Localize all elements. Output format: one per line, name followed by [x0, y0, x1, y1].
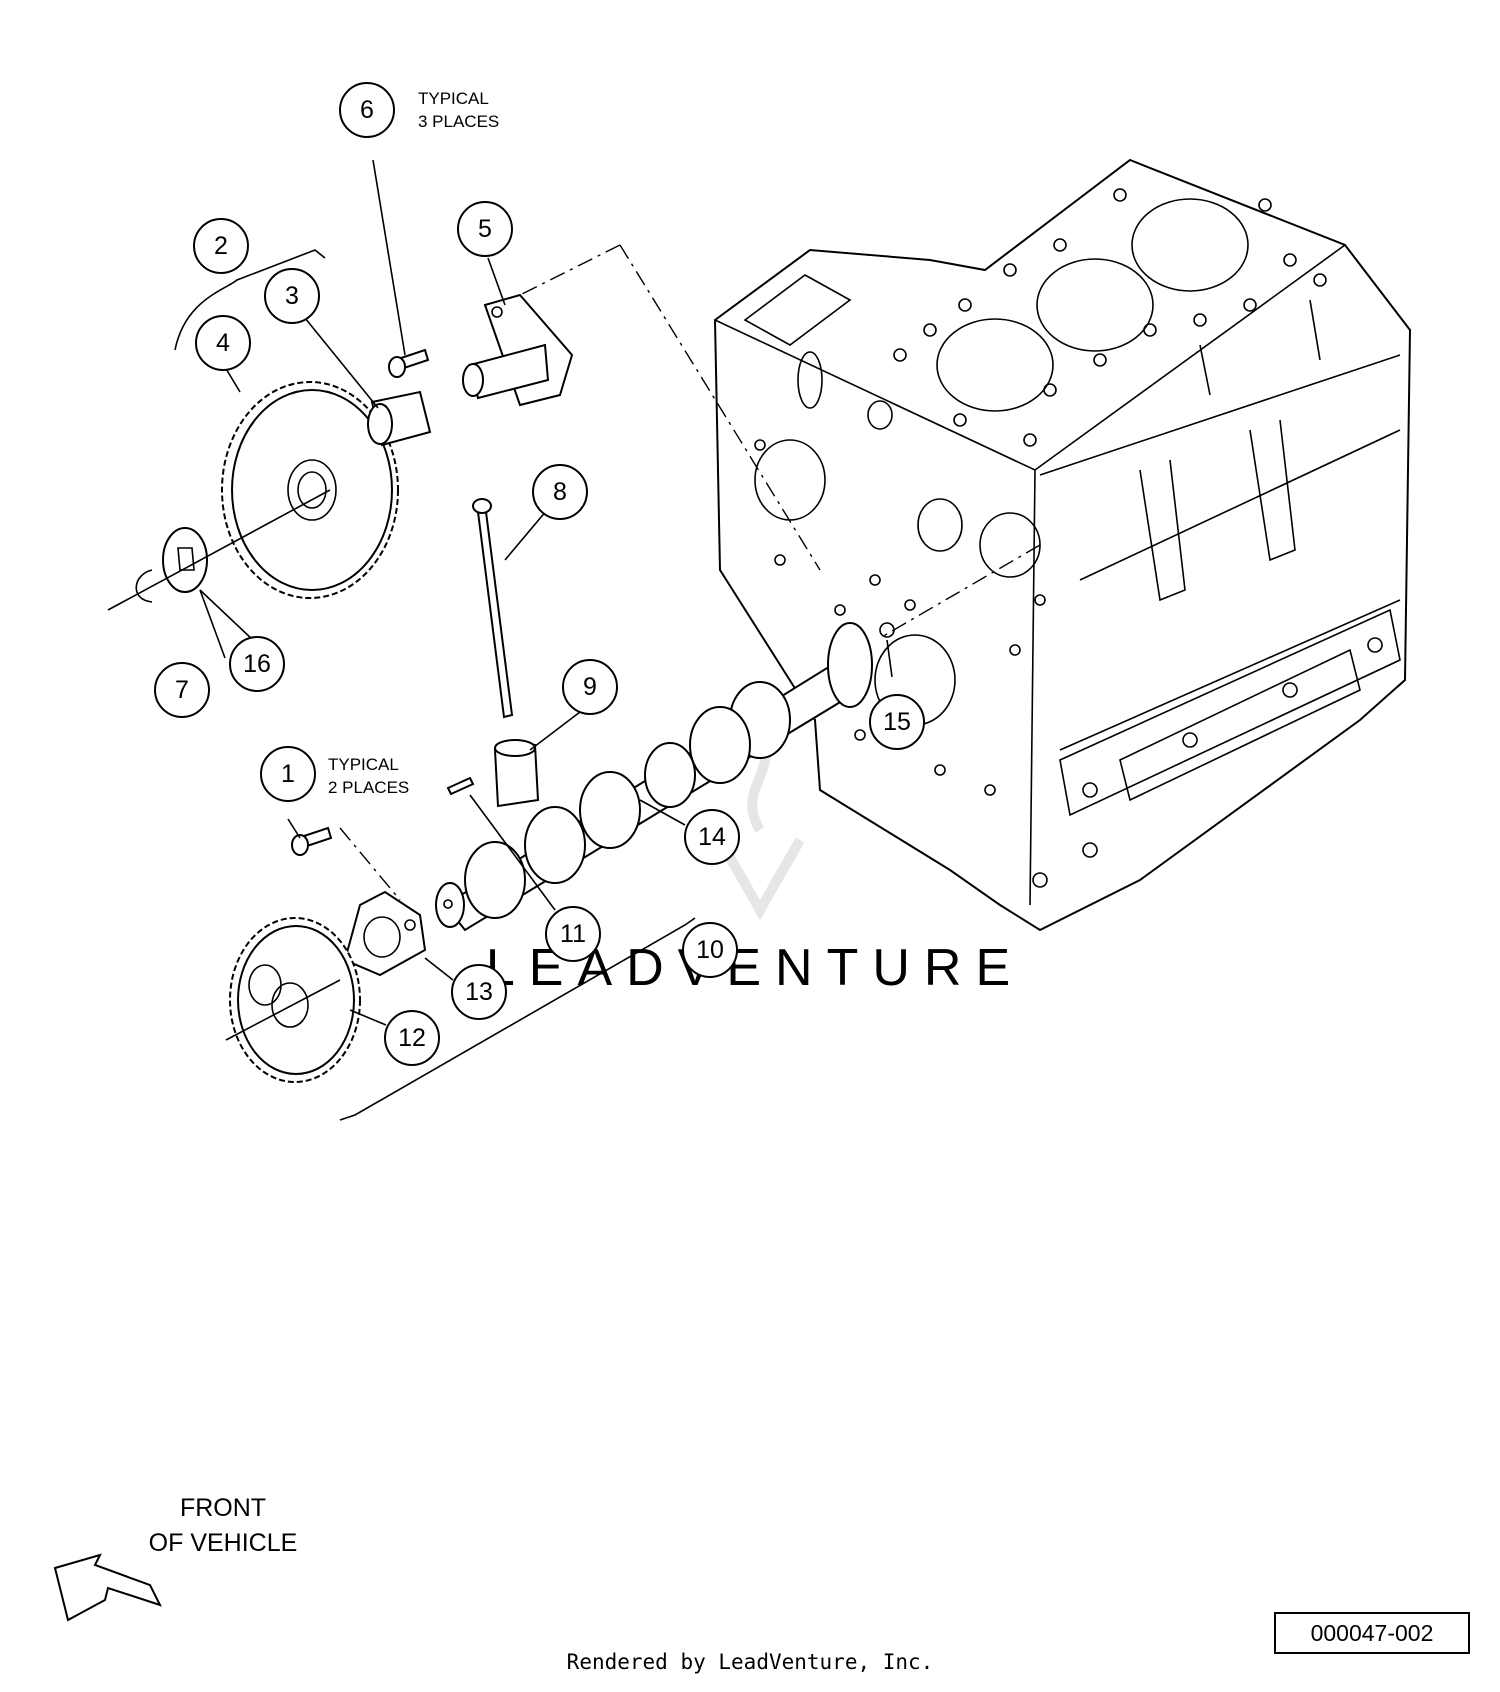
centerline: [619, 244, 821, 571]
svg-text:16: 16: [243, 650, 271, 678]
pan-flange: [1059, 608, 1401, 817]
callout-16: 16: [229, 636, 285, 692]
callout-15: 15: [869, 694, 925, 750]
render-credit: Rendered by LeadVenture, Inc.: [566, 1650, 934, 1674]
idler-gear: [221, 381, 399, 599]
centerline: [509, 244, 621, 301]
woodruff-key: [446, 776, 475, 796]
cylinder-bore: [936, 318, 1054, 412]
callout-10: 10: [682, 922, 738, 978]
note-typical-3-places: 3 PLACES: [418, 112, 499, 131]
front-label: FRONT: [180, 1494, 266, 1522]
callout-9: 9: [562, 659, 618, 715]
svg-text:5: 5: [478, 215, 492, 243]
cylinder-bore: [1036, 258, 1154, 352]
of-vehicle-label: OF VEHICLE: [149, 1529, 298, 1557]
callout-1: 1: [260, 746, 316, 802]
svg-text:8: 8: [553, 478, 567, 506]
svg-text:12: 12: [398, 1024, 426, 1052]
svg-text:11: 11: [560, 920, 586, 948]
bushing: [367, 390, 432, 447]
assembly-bracket: [174, 249, 326, 351]
pan-bolt-holes: [1032, 637, 1383, 888]
push-rod: [472, 498, 514, 719]
tappet: [493, 739, 540, 808]
svg-text:3: 3: [285, 282, 299, 310]
snap-ring: [135, 569, 153, 603]
engine-block: [713, 158, 1412, 932]
idler-shaft: [462, 293, 574, 407]
callout-6: 6: [339, 82, 395, 138]
assembly-bracket: [339, 917, 696, 1121]
svg-text:15: 15: [883, 708, 911, 736]
thrust-washer: [162, 527, 208, 593]
centerline: [339, 827, 401, 901]
retainer-plate: [343, 890, 427, 977]
callout-3: 3: [264, 268, 320, 324]
o-ring: [879, 622, 895, 638]
note-typical-2: TYPICAL: [328, 755, 399, 774]
block-ribs: [1139, 299, 1321, 602]
callout-2: 2: [193, 218, 249, 274]
drawing-number: 000047-002: [1274, 1612, 1470, 1654]
note-typical-2-places: 2 PLACES: [328, 778, 409, 797]
svg-text:14: 14: [698, 823, 726, 851]
callout-8: 8: [532, 464, 588, 520]
svg-text:4: 4: [216, 329, 230, 357]
svg-text:7: 7: [175, 676, 189, 704]
head-bolt-holes: [893, 188, 1327, 447]
callout-4: 4: [195, 315, 251, 371]
callout-13: 13: [451, 964, 507, 1020]
arrow-icon: [53, 1553, 162, 1622]
shaft-axis-line: [107, 489, 331, 611]
callout-7: 7: [154, 662, 210, 718]
bolt: [291, 826, 333, 856]
svg-text:10: 10: [696, 936, 724, 964]
note-typical-3: TYPICAL: [418, 89, 489, 108]
cylinder-bore: [1131, 198, 1249, 292]
cam-gear: [225, 917, 361, 1083]
callout-14: 14: [684, 809, 740, 865]
leader-lines: [199, 159, 893, 1026]
svg-text:1: 1: [281, 760, 295, 788]
svg-text:2: 2: [214, 232, 228, 260]
callout-5: 5: [457, 201, 513, 257]
svg-text:9: 9: [583, 673, 597, 701]
svg-text:6: 6: [360, 96, 374, 124]
front-face-holes: [754, 351, 1046, 796]
bolt: [388, 348, 430, 378]
callout-11: 11: [545, 906, 601, 962]
svg-text:13: 13: [465, 978, 493, 1006]
callout-12: 12: [384, 1010, 440, 1066]
camshaft: [435, 622, 873, 932]
